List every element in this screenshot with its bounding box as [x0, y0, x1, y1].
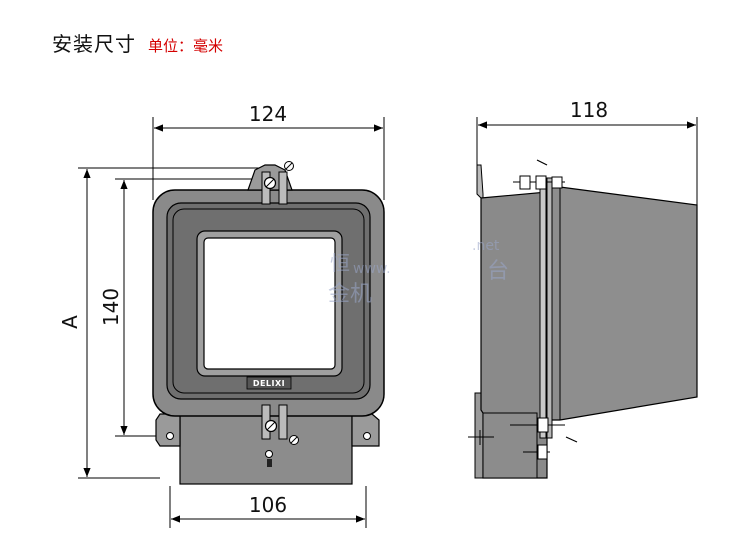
- side-bottom-screws: [468, 417, 578, 460]
- side-cover: [546, 186, 698, 421]
- watermark-line3: .net: [472, 238, 500, 254]
- watermark-line1: www.: [353, 261, 391, 277]
- meter-frame-inner: [172, 208, 365, 394]
- dim-front-width-bottom: 106: [169, 486, 367, 528]
- seal-rod-inner: [546, 177, 553, 439]
- page-title: 安装尺寸: [52, 32, 136, 56]
- title-row: 安装尺寸 单位：毫米: [52, 28, 223, 57]
- rear-bracket-top: [476, 164, 484, 202]
- dim-label-118: 118: [570, 98, 608, 122]
- side-terminal-cover: [482, 412, 538, 479]
- side-top-screws: [513, 159, 565, 190]
- dim-label-140: 140: [99, 288, 123, 326]
- front-view: 124 A 140 DELIXI: [58, 102, 385, 528]
- dim-front-total-height: A: [58, 167, 262, 479]
- seal-rod: [539, 177, 547, 439]
- dim-side-depth: 118: [476, 98, 698, 205]
- display-window: [203, 237, 336, 370]
- watermark-line5: 恒: [330, 251, 350, 275]
- watermark-line2: 金机: [328, 282, 372, 307]
- dim-front-height: 140: [99, 178, 268, 437]
- dim-label-a: A: [58, 315, 82, 329]
- dim-front-width-top: 124: [152, 102, 385, 200]
- watermark-line4: 台: [487, 259, 509, 284]
- side-view: 118: [468, 98, 698, 479]
- dim-label-106: 106: [249, 493, 287, 517]
- watermark: www. 金机 .net 台 恒: [328, 238, 509, 307]
- screw-indicator-bottom-icon: [565, 436, 578, 443]
- mount-hole-left-icon: [166, 432, 174, 440]
- unit-label: 单位：毫米: [148, 37, 224, 55]
- brand-plate: [246, 376, 292, 390]
- mount-hole-right-icon: [363, 432, 371, 440]
- terminal-screw-icon: [265, 450, 273, 458]
- terminal-pin: [267, 459, 272, 467]
- top-seal-clip: [247, 161, 294, 205]
- brand-logo: DELIXI: [253, 379, 285, 388]
- screw-indicator-top-icon: [536, 159, 548, 166]
- bottom-seal-clip: [261, 404, 299, 467]
- dim-label-124: 124: [249, 102, 287, 126]
